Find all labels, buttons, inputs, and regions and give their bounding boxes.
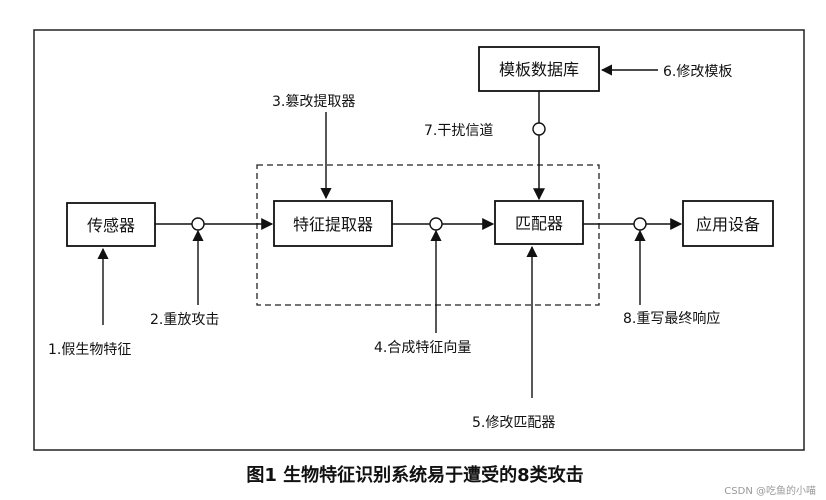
watermark: CSDN @吃鱼的小喵 bbox=[724, 484, 816, 497]
box-feature-extractor: 特征提取器 bbox=[273, 200, 393, 247]
attack-label-7: 7.干扰信道 bbox=[424, 123, 493, 139]
dashed-region bbox=[256, 164, 600, 306]
box-sensor-label: 传感器 bbox=[87, 216, 135, 235]
attack-point-2 bbox=[191, 217, 205, 231]
attack-point-4 bbox=[429, 217, 443, 231]
box-feature-extractor-label: 特征提取器 bbox=[293, 215, 373, 234]
box-template-db: 模板数据库 bbox=[478, 46, 600, 92]
attack-label-5: 5.修改匹配器 bbox=[472, 415, 555, 431]
box-matcher-label: 匹配器 bbox=[515, 214, 563, 233]
figure-caption: 图1 生物特征识别系统易于遭受的8类攻击 bbox=[246, 464, 583, 486]
box-sensor: 传感器 bbox=[66, 202, 156, 247]
box-application-label: 应用设备 bbox=[696, 215, 760, 234]
attack-label-3: 3.篡改提取器 bbox=[272, 93, 355, 110]
box-application: 应用设备 bbox=[682, 200, 774, 247]
box-matcher: 匹配器 bbox=[494, 200, 584, 245]
attack-point-7 bbox=[532, 122, 546, 136]
attack-label-6: 6.修改模板 bbox=[663, 64, 732, 80]
attack-label-1: 1.假生物特征 bbox=[48, 342, 131, 358]
attack-label-4: 4.合成特征向量 bbox=[374, 340, 471, 356]
outer-frame bbox=[33, 29, 805, 451]
box-template-db-label: 模板数据库 bbox=[499, 60, 579, 79]
attack-label-2: 2.重放攻击 bbox=[150, 312, 219, 328]
attack-point-8 bbox=[633, 217, 647, 231]
attack-label-8: 8.重写最终响应 bbox=[623, 310, 720, 327]
